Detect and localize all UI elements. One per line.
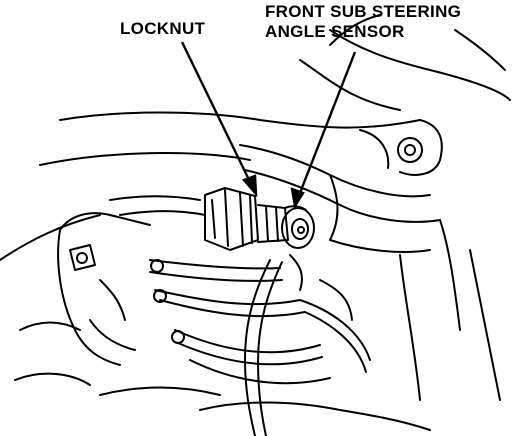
sensor-label-line-2: ANGLE SENSOR (265, 22, 405, 41)
upper-arm-outline (0, 14, 511, 261)
locknut-arrowhead (241, 174, 258, 198)
locknut-shape (204, 187, 259, 251)
linkage-lines (109, 195, 431, 431)
sensor-arrowhead (290, 187, 305, 210)
sensor-label: FRONT SUB STEERING ANGLE SENSOR (265, 2, 461, 42)
locknut-leader-line (180, 41, 254, 187)
left-housing (14, 212, 221, 396)
sensor-label-line-1: FRONT SUB STEERING (265, 2, 462, 21)
sensor-leader-line (296, 51, 357, 199)
mounting-bracket (239, 137, 501, 401)
locknut-label: LOCKNUT (120, 19, 206, 38)
sensor-body (257, 204, 315, 249)
wire-harness (149, 254, 371, 436)
